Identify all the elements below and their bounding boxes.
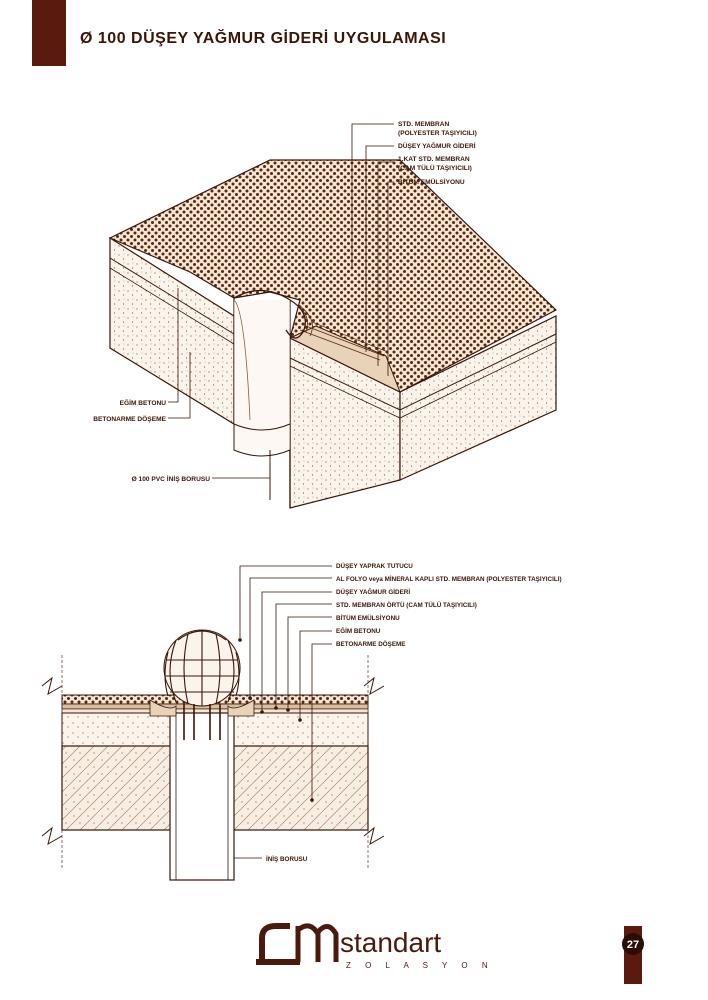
label-kat-membran-1: 1.KAT STD. MEMBRAN: [398, 156, 470, 163]
page-title: Ø 100 DÜŞEY YAĞMUR GİDERİ UYGULAMASI: [80, 30, 447, 47]
label-dusey-gider: DÜŞEY YAĞMUR GİDERİ: [398, 141, 476, 150]
label-betonarme: BETONARME DÖŞEME: [93, 414, 166, 423]
label-gider: DÜŞEY YAĞMUR GİDERİ: [336, 587, 410, 596]
leaders-section: [234, 565, 332, 859]
label-al-folyo: AL FOLYO veya MİNERAL KAPLI STD. MEMBRAN…: [336, 575, 562, 583]
section-pipe: [169, 712, 235, 881]
label-egim: EĞİM BETONU: [120, 398, 167, 407]
header-accent-bar: [32, 0, 66, 66]
leaders-iso-left: [168, 288, 271, 479]
label-pvc: Ø 100 PVC İNİŞ BORUSU: [132, 475, 211, 483]
label-std-membran-2: (POLYESTER TAŞIYICILI): [398, 130, 477, 137]
leaf-guard: [163, 629, 241, 707]
label-egim-2: EĞİM BETONU: [336, 626, 381, 635]
label-bitum-2: BİTÜM EMÜLSİYONU: [336, 613, 400, 622]
label-kat-membran-2: (CAM TÜLÜ TAŞIYICILI): [398, 163, 472, 172]
label-ortu: STD. MEMBRAN ÖRTÜ (CAM TÜLÜ TAŞIYICILI): [336, 600, 477, 609]
label-yaprak: DÜŞEY YAPRAK TUTUCU: [336, 561, 413, 570]
leaders-iso-right: [351, 123, 394, 376]
slab-front-face-right: [399, 315, 557, 481]
label-bitum: BİTÜM EMÜLSİYONU: [398, 177, 465, 186]
brand-tagline: Z O L A S Y O N: [346, 961, 494, 970]
label-std-membran-1: STD. MEMBRAN: [398, 121, 450, 128]
brand-name: standart: [340, 927, 441, 958]
page-number: 27: [627, 939, 639, 951]
label-inis: İNİŞ BORUSU: [266, 855, 308, 863]
page-number-badge: 27: [622, 926, 644, 984]
section-diagram: DÜŞEY YAPRAK TUTUCU AL FOLYO veya MİNERA…: [41, 561, 562, 881]
brand-logo: standart Z O L A S Y O N: [256, 923, 494, 970]
isometric-diagram: STD. MEMBRAN (POLYESTER TAŞIYICILI) DÜŞE…: [93, 121, 558, 509]
label-betonarme-2: BETONARME DÖŞEME: [336, 639, 406, 648]
